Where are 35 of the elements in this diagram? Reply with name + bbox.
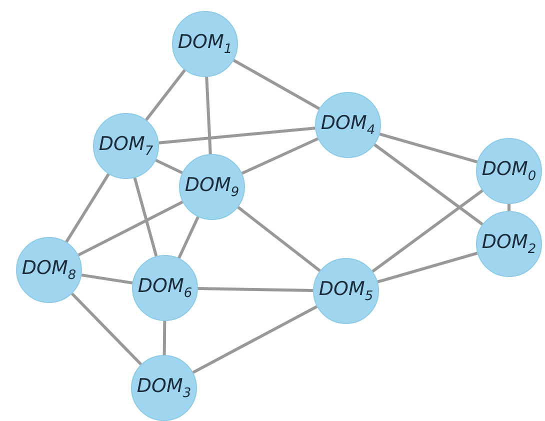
edge-line bbox=[158, 126, 316, 144]
node-circle bbox=[179, 154, 245, 220]
node-circle bbox=[16, 237, 82, 303]
edge-line bbox=[198, 287, 314, 292]
edge-line bbox=[65, 173, 110, 243]
node-label: DOM$_{1}$ bbox=[178, 31, 232, 57]
node-label: DOM$_{4}$ bbox=[320, 112, 376, 138]
edge-line bbox=[377, 252, 478, 284]
node-label: DOM$_{0}$ bbox=[482, 158, 536, 184]
node-label: DOM$_{6}$ bbox=[138, 275, 192, 301]
edge-line bbox=[374, 143, 484, 226]
node-label: DOM$_{2}$ bbox=[482, 231, 536, 257]
edge-line bbox=[155, 158, 183, 174]
edge-line bbox=[178, 216, 200, 259]
node-label: DOM$_{5}$ bbox=[318, 278, 374, 304]
edge-line bbox=[78, 200, 184, 256]
edge-line bbox=[70, 292, 142, 366]
edge-line bbox=[241, 137, 319, 175]
node-label: DOM$_{7}$ bbox=[98, 133, 154, 159]
edge-line bbox=[145, 69, 186, 121]
edge-line bbox=[162, 320, 166, 356]
edge-line bbox=[372, 189, 484, 273]
edge-line bbox=[205, 76, 212, 154]
edge-line bbox=[81, 274, 133, 284]
edge-line bbox=[232, 58, 320, 110]
node-circle bbox=[131, 355, 197, 421]
edge-line bbox=[508, 204, 510, 211]
node-label: DOM$_{3}$ bbox=[136, 375, 192, 401]
node-label: DOM$_{8}$ bbox=[22, 257, 76, 283]
edge-line bbox=[237, 206, 321, 272]
edge-line bbox=[133, 177, 158, 257]
edge-line bbox=[379, 132, 478, 164]
node-label: DOM$_{9}$ bbox=[184, 174, 240, 200]
edge-line bbox=[192, 305, 318, 374]
node-circle bbox=[93, 113, 159, 179]
